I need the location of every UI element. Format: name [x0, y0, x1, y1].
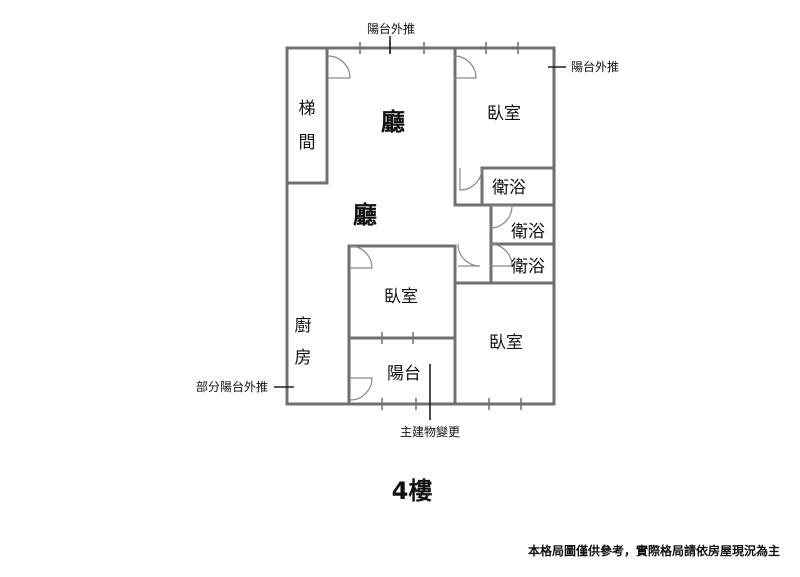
outer-wall — [285, 46, 556, 406]
living-room-upper-label: 廳 — [381, 108, 405, 136]
living-room-lower-label: 廳 — [353, 201, 377, 229]
door-swing — [489, 205, 513, 229]
kitchen-label-bottom: 房 — [295, 348, 312, 368]
disclaimer-text: 本格局圖僅供參考，實際格局請依房屋現況為主 — [528, 543, 780, 558]
bedroom-center-wall — [347, 244, 457, 406]
partial-balcony-note: 部分陽台外推 — [196, 379, 268, 394]
balcony-top-note: 陽台外推 — [367, 21, 415, 36]
door-swing — [489, 243, 513, 267]
bath-3-label: 衛浴 — [511, 257, 545, 277]
windows — [359, 42, 522, 410]
stairwell-wall — [285, 46, 329, 185]
bath-2-label: 衛浴 — [511, 222, 545, 242]
bath-1-label: 衛浴 — [492, 178, 526, 198]
door-swing — [349, 377, 373, 401]
door-swing — [459, 167, 483, 191]
room-labels: 梯 間 廳 臥室 衛浴 廳 衛浴 衛浴 臥室 廚 房 臥室 陽台 — [295, 99, 546, 384]
annotations: 陽台外推 陽台外推 部分陽台外推 主建物變更 — [196, 21, 619, 439]
main-building-change-note: 主建物變更 — [400, 424, 460, 439]
bedroom-top-right-label: 臥室 — [487, 104, 521, 124]
stairwell-label-top: 梯 — [299, 99, 316, 119]
stairwell-label-bottom: 間 — [299, 133, 316, 153]
kitchen-label-top: 廚 — [295, 315, 312, 336]
bedroom-center-label: 臥室 — [384, 287, 418, 307]
bedroom-top-right-wall — [453, 46, 556, 207]
door-swing — [457, 243, 481, 267]
door-swing — [349, 245, 373, 269]
doors — [327, 55, 513, 401]
balcony-label: 陽台 — [387, 364, 421, 384]
door-swing — [453, 55, 477, 79]
floor-label: 4樓 — [392, 477, 433, 505]
balcony-right-note: 陽台外推 — [571, 59, 619, 74]
walls — [285, 46, 556, 406]
door-swing — [327, 55, 351, 79]
bedroom-bottom-right-label: 臥室 — [489, 333, 523, 353]
